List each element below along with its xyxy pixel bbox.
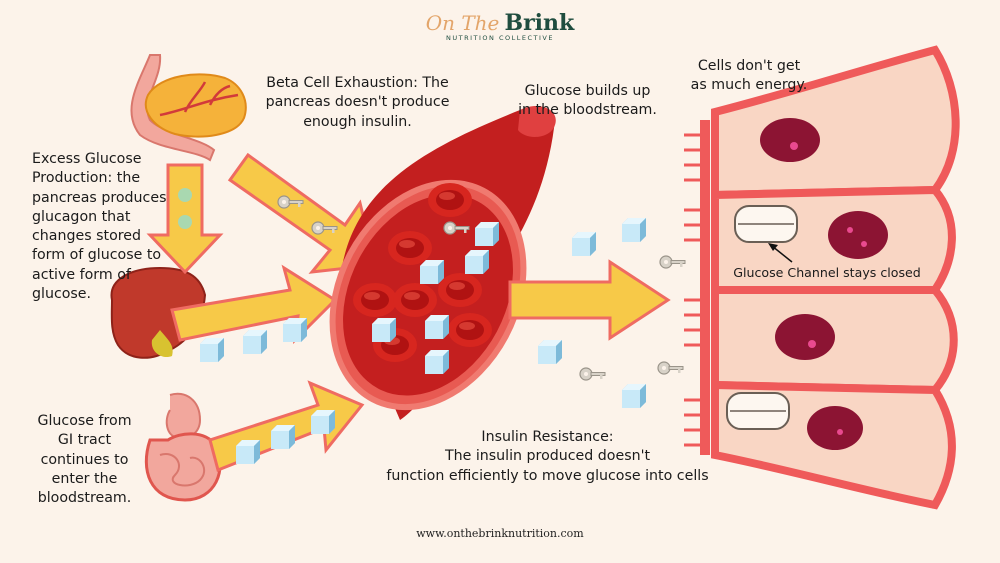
label-cells-energy: Cells don't get as much energy. bbox=[690, 58, 808, 94]
channel-pointer-arrow bbox=[768, 243, 793, 263]
label-insulin-resistance: Insulin Resistance: The insulin produced… bbox=[386, 429, 709, 484]
pancreas-illustration bbox=[130, 54, 247, 162]
label-beta-cell: Beta Cell Exhaustion: The pancreas doesn… bbox=[265, 75, 450, 130]
cell-wall-illustration bbox=[684, 45, 960, 510]
label-channel-closed: Glucose Channel stays closed bbox=[733, 265, 921, 280]
logo-script: On The bbox=[425, 11, 500, 35]
brand-logo: On The Brink NUTRITION COLLECTIVE bbox=[0, 10, 1000, 42]
footer-url[interactable]: www.onthebrinknutrition.com bbox=[416, 527, 584, 540]
label-excess-glucose: Excess Glucose Production: the pancreas … bbox=[32, 151, 167, 303]
blood-vessel-illustration bbox=[329, 105, 556, 420]
intestine-illustration bbox=[144, 392, 222, 502]
label-gi-tract: Glucose from GI tract continues to enter… bbox=[37, 413, 132, 507]
arrow-pancreas-to-liver bbox=[146, 163, 224, 275]
label-glucose-builds: Glucose builds up in the bloodstream. bbox=[518, 83, 657, 119]
arrow-vessel-to-cells bbox=[508, 259, 671, 341]
logo-subtitle: NUTRITION COLLECTIVE bbox=[446, 34, 554, 42]
logo-bold: Brink bbox=[504, 10, 575, 36]
